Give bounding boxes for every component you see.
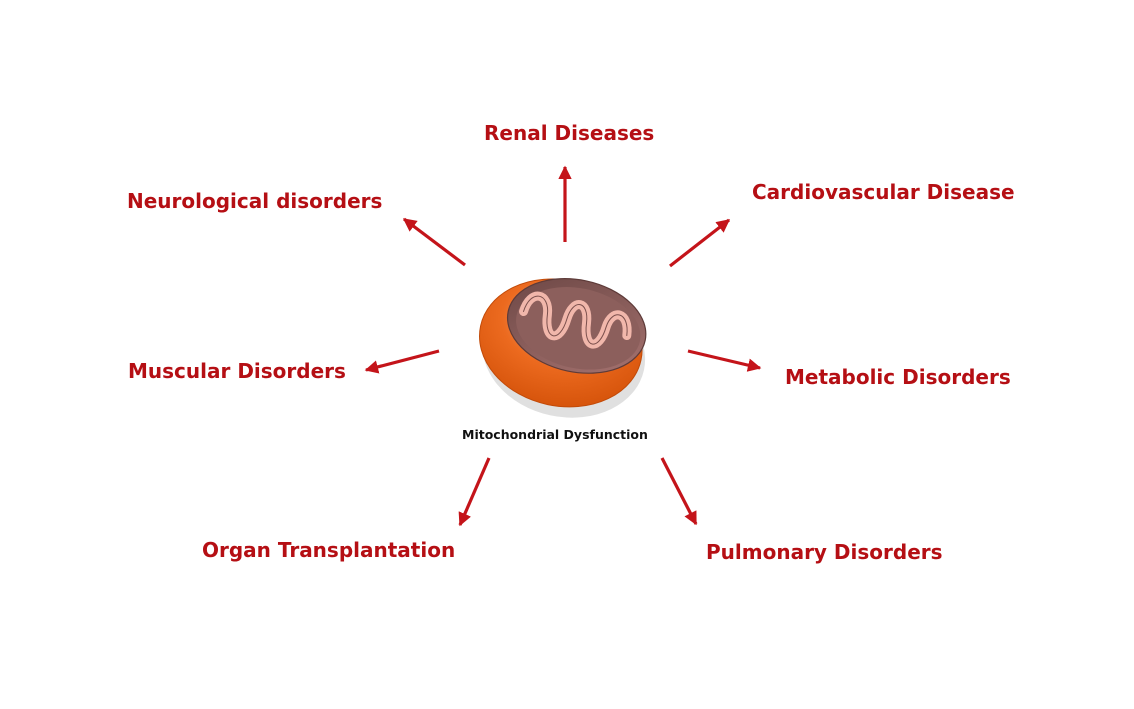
node-label-renal: Renal Diseases — [484, 121, 655, 145]
node-label-muscular: Muscular Disorders — [128, 359, 346, 383]
arrow-neuro — [402, 217, 466, 267]
arrow-metabolic — [687, 349, 762, 372]
arrow-organ — [458, 457, 491, 527]
node-label-cardiovascular: Cardiovascular Disease — [752, 180, 1015, 204]
node-label-metabolic: Metabolic Disorders — [785, 365, 1011, 389]
arrow-cardio — [669, 218, 731, 268]
node-label-pulmonary: Pulmonary Disorders — [706, 540, 943, 564]
node-label-neurological: Neurological disorders — [127, 189, 383, 213]
arrow-pulmonary — [660, 457, 698, 526]
cristae — [519, 291, 632, 349]
arrow-muscular — [364, 349, 440, 374]
node-label-organ-transplantation: Organ Transplantation — [202, 538, 456, 562]
mitochondrion-icon — [479, 278, 647, 418]
center-label: Mitochondrial Dysfunction — [462, 427, 648, 442]
